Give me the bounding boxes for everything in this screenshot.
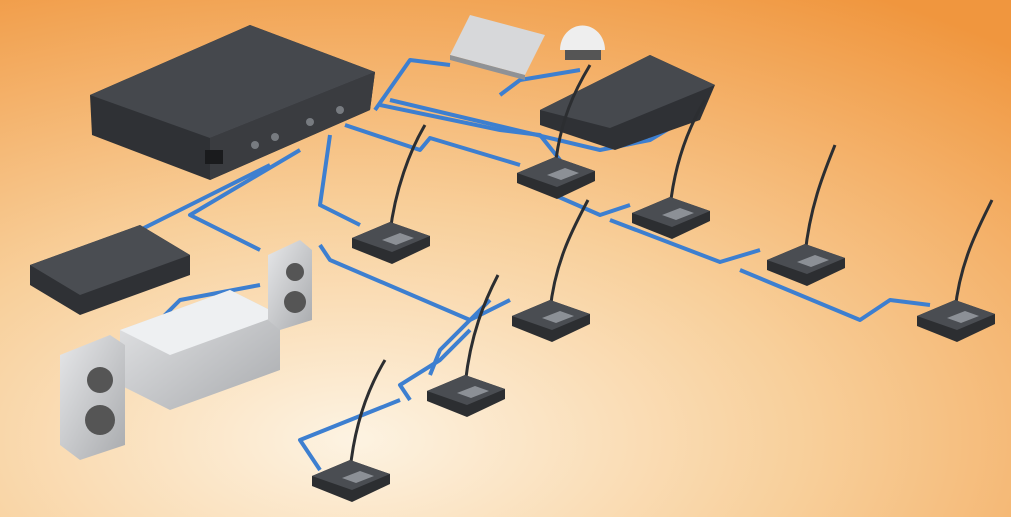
cable (298, 398, 401, 472)
delegate-microphone-icon (352, 124, 430, 264)
cable (498, 68, 581, 97)
delegate-microphone-icon (767, 144, 845, 286)
amplifier-icon (30, 225, 190, 315)
central-control-unit-icon (90, 25, 375, 180)
delegate-microphone (312, 64, 995, 502)
cable (344, 123, 521, 167)
dome-camera-icon (560, 25, 605, 60)
cable (428, 298, 492, 376)
amplifier-icon (120, 290, 280, 410)
cable (398, 328, 472, 402)
keyboard-icon (450, 15, 545, 80)
delegate-microphone-icon (512, 199, 590, 342)
delegate-microphone-icon (917, 199, 995, 342)
cable (609, 218, 761, 264)
cable (318, 134, 361, 227)
cable (373, 58, 451, 112)
speaker-icon (60, 335, 125, 460)
delegate-microphone-icon (427, 274, 505, 417)
delegate-microphone-icon (517, 64, 595, 199)
cable (188, 148, 302, 252)
cable (318, 243, 511, 322)
cable (739, 268, 931, 322)
extension-unit-icon (540, 55, 715, 150)
delegate-microphone-icon (632, 99, 710, 239)
delegate-microphone-icon (312, 359, 390, 502)
speaker-icon (268, 240, 312, 330)
cable (119, 163, 271, 242)
cables (119, 58, 931, 472)
